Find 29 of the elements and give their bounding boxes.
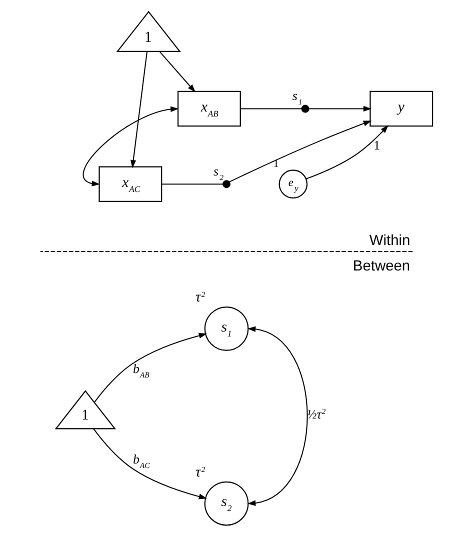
arrow — [305, 125, 388, 180]
node-dot — [222, 180, 230, 188]
edge-label: b$_{AC}$ — [132, 452, 150, 470]
node-label: s$_{1}$ — [292, 88, 302, 107]
node-circle: e$_{y}$ — [278, 170, 308, 199]
node-box: x$_{AB}$ — [176, 90, 240, 127]
node-box: y — [369, 90, 433, 127]
edge-label: ½τ$^{2}$ — [306, 406, 326, 422]
connector — [240, 108, 302, 110]
arrow — [130, 52, 148, 168]
node-label: τ$^{2}$ — [194, 289, 205, 306]
arrow — [94, 332, 207, 403]
arrow — [246, 326, 308, 506]
node-circle: s$_{2}$ — [204, 481, 248, 526]
arrow — [82, 106, 178, 186]
edge-label: 1 — [373, 137, 380, 152]
label: Between — [352, 258, 410, 274]
node-dot — [300, 104, 309, 113]
arrow — [158, 51, 196, 92]
arrow — [308, 106, 372, 112]
arrow — [228, 120, 372, 182]
node-circle: s$_{1}$ — [204, 306, 248, 351]
node-box: x$_{AC}$ — [98, 166, 162, 202]
node-label: τ$^{2}$ — [194, 464, 205, 480]
node-label: s$_{2}$ — [213, 163, 224, 182]
arrow — [92, 428, 207, 500]
edge-label: b$_{AB}$ — [132, 360, 149, 380]
connector — [161, 184, 222, 185]
label: Within — [368, 233, 410, 250]
